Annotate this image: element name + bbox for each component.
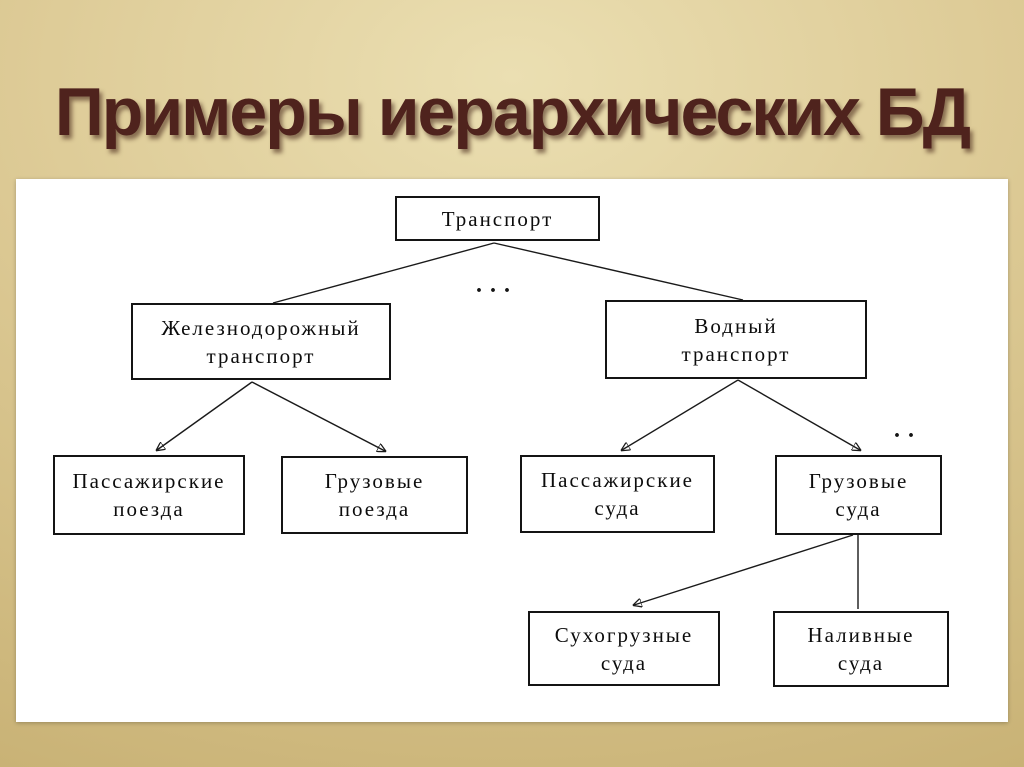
edge-water-passenger-ships xyxy=(622,379,739,450)
edge-transport-rail xyxy=(272,242,495,304)
node-water-transport: Водный транспорт xyxy=(605,300,867,379)
node-tanker-ships: Наливные суда xyxy=(773,611,949,687)
ellipsis-more-children-top: ... xyxy=(476,272,518,298)
edge-transport-water xyxy=(493,242,744,301)
node-dry-cargo-ships: Сухогрузные суда xyxy=(528,611,720,686)
ellipsis-more-children-right: .. xyxy=(894,417,922,443)
node-passenger-trains: Пассажирские поезда xyxy=(53,455,245,535)
edge-rail-freight-trains xyxy=(251,381,385,451)
edge-rail-passenger-trains xyxy=(157,381,253,450)
edge-water-freight-ships xyxy=(737,379,860,450)
slide-title: Примеры иерархических БД xyxy=(54,74,971,150)
node-freight-trains: Грузовые поезда xyxy=(281,456,468,534)
node-passenger-ships: Пассажирские суда xyxy=(520,455,715,533)
diagram-panel: Транспорт Железнодорожный транспорт Водн… xyxy=(16,179,1008,722)
node-transport: Транспорт xyxy=(395,196,600,241)
node-rail-transport: Железнодорожный транспорт xyxy=(131,303,391,380)
edge-freight-dry-cargo xyxy=(634,534,854,605)
node-freight-ships: Грузовые суда xyxy=(775,455,942,535)
connector-lines xyxy=(16,242,1008,609)
